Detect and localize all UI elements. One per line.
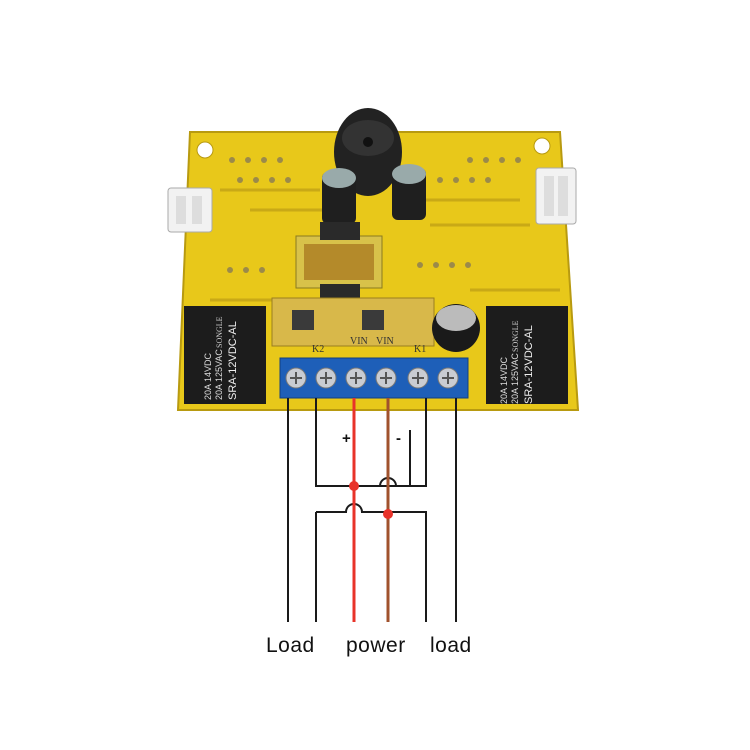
relay-right: SRA-12VDC-AL 20A 125VAC 20A 14VDC SONGLE (486, 306, 568, 404)
terminal-mark-k1: K1 (414, 344, 426, 355)
transformer (295, 222, 383, 298)
terminal-block (279, 357, 469, 399)
sub-board (271, 297, 480, 352)
label-power: power (346, 634, 406, 657)
relay-left-brand: SONGLE (215, 316, 224, 348)
relay-right-model: SRA-12VDC-AL (523, 325, 535, 404)
capacitor-left (322, 168, 356, 224)
relay-right-brand: SONGLE (511, 320, 520, 352)
terminal-mark-vin-a: VIN (350, 336, 368, 347)
capacitor-right (392, 164, 426, 220)
right-connector (535, 167, 577, 225)
relay-right-rating-dc: 20A 14VDC (499, 356, 509, 404)
terminal-mark-k2: K2 (312, 344, 324, 355)
left-connector (167, 187, 213, 233)
wires (287, 398, 457, 622)
junction-plus (349, 481, 359, 491)
label-load-left: Load (266, 634, 315, 657)
junction-minus (383, 509, 393, 519)
relay-left-rating-dc: 20A 14VDC (203, 352, 213, 400)
terminal-mark-vin-b: VIN (376, 336, 394, 347)
label-load-right: load (430, 634, 472, 657)
relay-left-model: SRA-12VDC-AL (227, 321, 239, 400)
plus-sign: + (342, 430, 351, 447)
relay-right-rating-ac: 20A 125VAC (510, 353, 520, 404)
wire-lower-bus (316, 503, 427, 622)
relay-left: SRA-12VDC-AL 20A 125VAC 20A 14VDC SONGLE (184, 306, 266, 404)
relay-left-rating-ac: 20A 125VAC (214, 349, 224, 400)
minus-sign: - (396, 430, 401, 447)
